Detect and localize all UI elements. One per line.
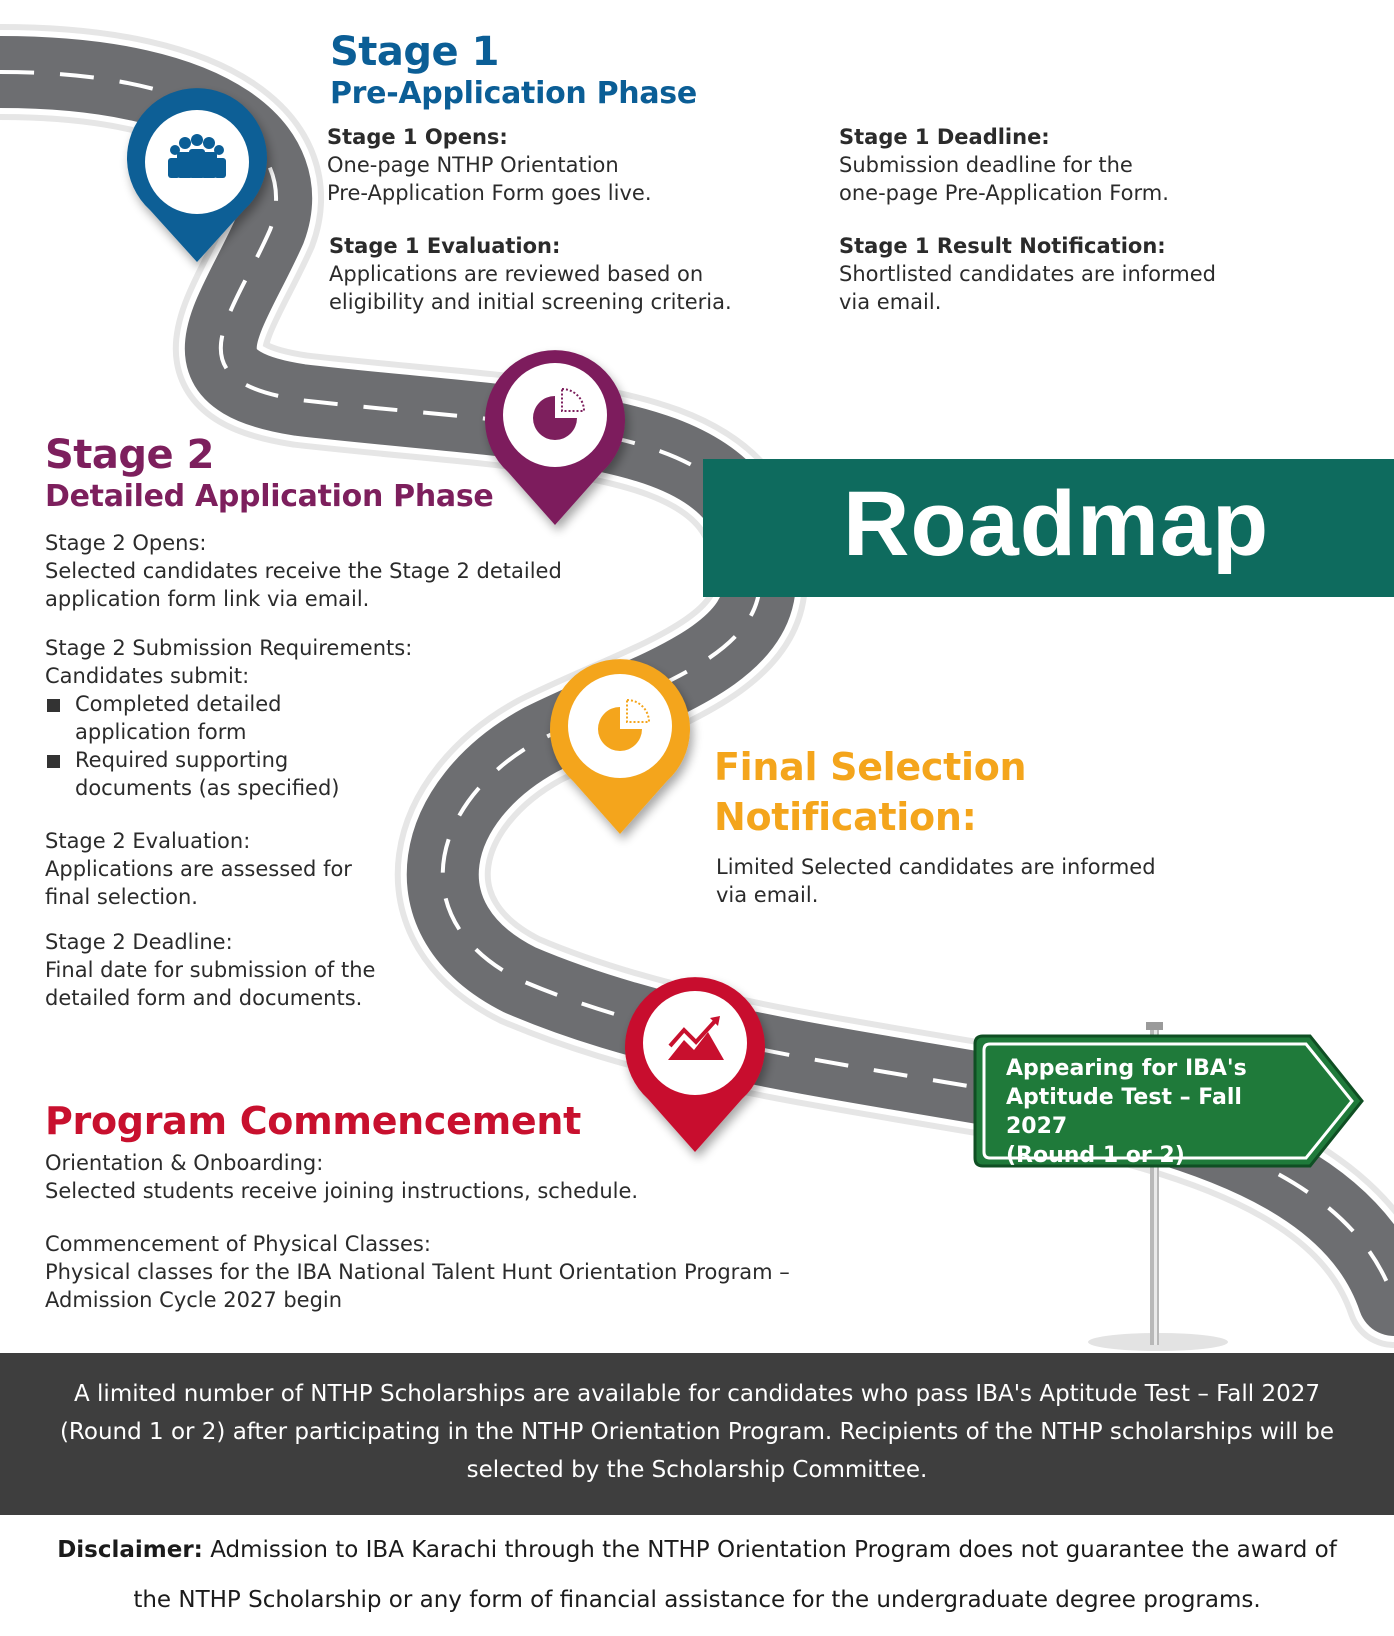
program-title: Program Commencement [45, 1099, 582, 1143]
program-orientation: Orientation & Onboarding: Selected stude… [45, 1149, 638, 1205]
req-item-line1: Completed detailed [75, 692, 282, 716]
stage2-opens-head: Stage 2 Opens: [45, 531, 207, 555]
stage2-deadline: Stage 2 Deadline: Final date for submiss… [45, 928, 375, 1012]
road-illustration [0, 24, 1394, 1351]
program-classes-head: Commencement of Physical Classes: [45, 1232, 431, 1256]
req-item-line2: application form [75, 720, 247, 744]
stage1-opens: Stage 1 Opens: One-page NTHP Orientation… [327, 123, 652, 207]
stage2-requirements: Stage 2 Submission Requirements: Candida… [45, 634, 445, 802]
final-text-2: via email. [716, 883, 819, 907]
stage2-req-head: Stage 2 Submission Requirements: [45, 636, 413, 660]
stage1-deadline-head: Stage 1 Deadline: [839, 125, 1050, 149]
stage1-opens-text-1: One-page NTHP Orientation [327, 153, 619, 177]
stage1-result-head: Stage 1 Result Notification: [839, 234, 1166, 258]
list-item: Completed detailed application form [45, 690, 445, 746]
stage2-deadline-head: Stage 2 Deadline: [45, 930, 233, 954]
final-title-line2: Notification: [714, 795, 977, 839]
stage1-result: Stage 1 Result Notification: Shortlisted… [839, 232, 1216, 316]
stage1-result-text-1: Shortlisted candidates are informed [839, 262, 1216, 286]
stage2-opens-text-1: Selected candidates receive the Stage 2 … [45, 559, 562, 583]
disclaimer-text: Admission to IBA Karachi through the NTH… [133, 1537, 1337, 1613]
stage1-eval-text-2: eligibility and initial screening criter… [329, 290, 732, 314]
signpost-text: Appearing for IBA's Aptitude Test – Fall… [1006, 1054, 1306, 1170]
disclaimer: Disclaimer: Admission to IBA Karachi thr… [40, 1525, 1354, 1625]
final-selection-text: Limited Selected candidates are informed… [716, 853, 1156, 909]
footer-text: A limited number of NTHP Scholarships ar… [59, 1381, 1335, 1483]
program-orient-head: Orientation & Onboarding: [45, 1151, 324, 1175]
pie-chart-icon [533, 387, 586, 440]
stage2-title: Stage 2 [45, 432, 214, 478]
list-item: Required supporting documents (as specif… [45, 746, 445, 802]
program-classes-text-1: Physical classes for the IBA National Ta… [45, 1260, 790, 1284]
stage1-eval-head: Stage 1 Evaluation: [329, 234, 561, 258]
stage2-subtitle: Detailed Application Phase [45, 479, 494, 514]
req-item-line1: Required supporting [75, 748, 289, 772]
program-pin [625, 977, 765, 1152]
stage2-eval-text-2: final selection. [45, 885, 198, 909]
disclaimer-label: Disclaimer: [57, 1537, 203, 1563]
stage1-subtitle: Pre-Application Phase [330, 76, 697, 111]
sign-line1: Appearing for IBA's [1006, 1056, 1247, 1081]
stage1-opens-head: Stage 1 Opens: [327, 125, 508, 149]
scholarship-footer: A limited number of NTHP Scholarships ar… [0, 1353, 1394, 1515]
growth-chart-icon [668, 1016, 724, 1060]
stage2-evaluation: Stage 2 Evaluation: Applications are ass… [45, 827, 352, 911]
stage1-deadline: Stage 1 Deadline: Submission deadline fo… [839, 123, 1169, 207]
stage1-eval-text-1: Applications are reviewed based on [329, 262, 704, 286]
final-selection-title: Final Selection Notification: [714, 742, 1027, 842]
stage2-req-list: Completed detailed application form Requ… [45, 690, 445, 802]
stage2-eval-head: Stage 2 Evaluation: [45, 829, 251, 853]
final-text-1: Limited Selected candidates are informed [716, 855, 1156, 879]
roadmap-banner: Roadmap [703, 459, 1394, 597]
stage2-req-intro: Candidates submit: [45, 664, 250, 688]
final-title-line1: Final Selection [714, 745, 1027, 789]
signpost [973, 1022, 1364, 1351]
stage2-opens: Stage 2 Opens: Selected candidates recei… [45, 529, 562, 613]
stage1-deadline-text-1: Submission deadline for the [839, 153, 1133, 177]
stage2-opens-text-2: application form link via email. [45, 587, 370, 611]
program-orient-text: Selected students receive joining instru… [45, 1179, 639, 1203]
req-item-line2: documents (as specified) [75, 776, 340, 800]
stage1-evaluation: Stage 1 Evaluation: Applications are rev… [329, 232, 732, 316]
team-icon [168, 134, 226, 178]
stage1-opens-text-2: Pre-Application Form goes live. [327, 181, 652, 205]
sign-line2: Aptitude Test – Fall 2027 [1006, 1085, 1242, 1139]
sign-line3: (Round 1 or 2) [1006, 1143, 1185, 1168]
stage1-result-text-2: via email. [839, 290, 942, 314]
program-classes-text-2: Admission Cycle 2027 begin [45, 1288, 343, 1312]
road-lane-markings [0, 70, 1394, 1301]
pie-chart-icon [598, 698, 651, 751]
roadmap-title: Roadmap [843, 473, 1270, 575]
stage1-title: Stage 1 [330, 29, 499, 75]
stage2-deadline-text-2: detailed form and documents. [45, 986, 363, 1010]
stage2-eval-text-1: Applications are assessed for [45, 857, 352, 881]
program-classes: Commencement of Physical Classes: Physic… [45, 1230, 790, 1314]
stage1-deadline-text-2: one-page Pre-Application Form. [839, 181, 1169, 205]
stage2-deadline-text-1: Final date for submission of the [45, 958, 376, 982]
